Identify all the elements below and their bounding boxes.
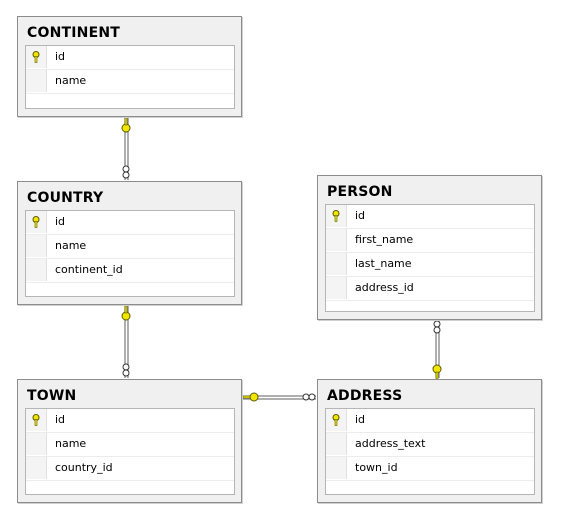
key-icon — [121, 305, 131, 321]
infinity-icon — [122, 165, 130, 179]
column-name: id — [55, 50, 66, 63]
column-name: first_name — [355, 233, 414, 246]
infinity-icon — [302, 393, 316, 401]
column-list: id first_name last_name address_id — [325, 204, 535, 312]
infinity-icon — [122, 363, 130, 377]
column-name: name — [55, 74, 87, 87]
column-name: name — [55, 437, 87, 450]
table-title: TOWN — [27, 388, 77, 404]
table-title: PERSON — [327, 184, 393, 200]
column-row-last-name[interactable]: last_name — [326, 253, 534, 277]
column-name: name — [55, 239, 87, 252]
column-row-name[interactable]: name — [26, 70, 234, 94]
table-title: COUNTRY — [27, 190, 104, 206]
table-title: CONTINENT — [27, 25, 120, 41]
column-list: id name continent_id — [25, 210, 235, 297]
table-person[interactable]: PERSON id first_name last_name address_i… — [317, 175, 542, 320]
table-address[interactable]: ADDRESS id address_text town_id — [317, 379, 542, 503]
table-title: ADDRESS — [327, 388, 403, 404]
infinity-icon — [433, 320, 441, 334]
column-name: id — [355, 209, 366, 222]
column-name: last_name — [355, 257, 412, 270]
key-icon — [432, 364, 442, 380]
key-icon — [32, 414, 40, 426]
column-row-id[interactable]: id — [26, 409, 234, 433]
column-name: id — [55, 413, 66, 426]
column-name: town_id — [355, 461, 398, 474]
column-row-address-id[interactable]: address_id — [326, 277, 534, 301]
key-icon — [332, 414, 340, 426]
table-country[interactable]: COUNTRY id name continent_id — [17, 181, 242, 305]
column-name: continent_id — [55, 263, 123, 276]
column-name: id — [355, 413, 366, 426]
table-continent[interactable]: CONTINENT id name — [17, 16, 242, 117]
column-row-country-id[interactable]: country_id — [26, 457, 234, 481]
column-name: address_text — [355, 437, 426, 450]
key-icon — [242, 392, 259, 402]
column-row-name[interactable]: name — [26, 235, 234, 259]
key-icon — [32, 51, 40, 63]
column-list: id name country_id — [25, 408, 235, 495]
column-name: address_id — [355, 281, 414, 294]
column-list: id address_text town_id — [325, 408, 535, 495]
column-row-id[interactable]: id — [26, 211, 234, 235]
key-icon — [332, 210, 340, 222]
column-name: country_id — [55, 461, 113, 474]
key-icon — [121, 117, 131, 133]
key-icon — [32, 216, 40, 228]
rel-person-address — [432, 320, 442, 380]
column-row-town-id[interactable]: town_id — [326, 457, 534, 481]
column-row-id[interactable]: id — [326, 205, 534, 229]
column-row-name[interactable]: name — [26, 433, 234, 457]
column-row-continent-id[interactable]: continent_id — [26, 259, 234, 283]
table-town[interactable]: TOWN id name country_id — [17, 379, 242, 503]
rel-address-town — [242, 392, 316, 402]
column-name: id — [55, 215, 66, 228]
column-row-id[interactable]: id — [26, 46, 234, 70]
column-row-address-text[interactable]: address_text — [326, 433, 534, 457]
rel-country-continent — [121, 117, 131, 180]
column-list: id name — [25, 45, 235, 109]
column-row-id[interactable]: id — [326, 409, 534, 433]
rel-town-country — [121, 305, 131, 378]
column-row-first-name[interactable]: first_name — [326, 229, 534, 253]
